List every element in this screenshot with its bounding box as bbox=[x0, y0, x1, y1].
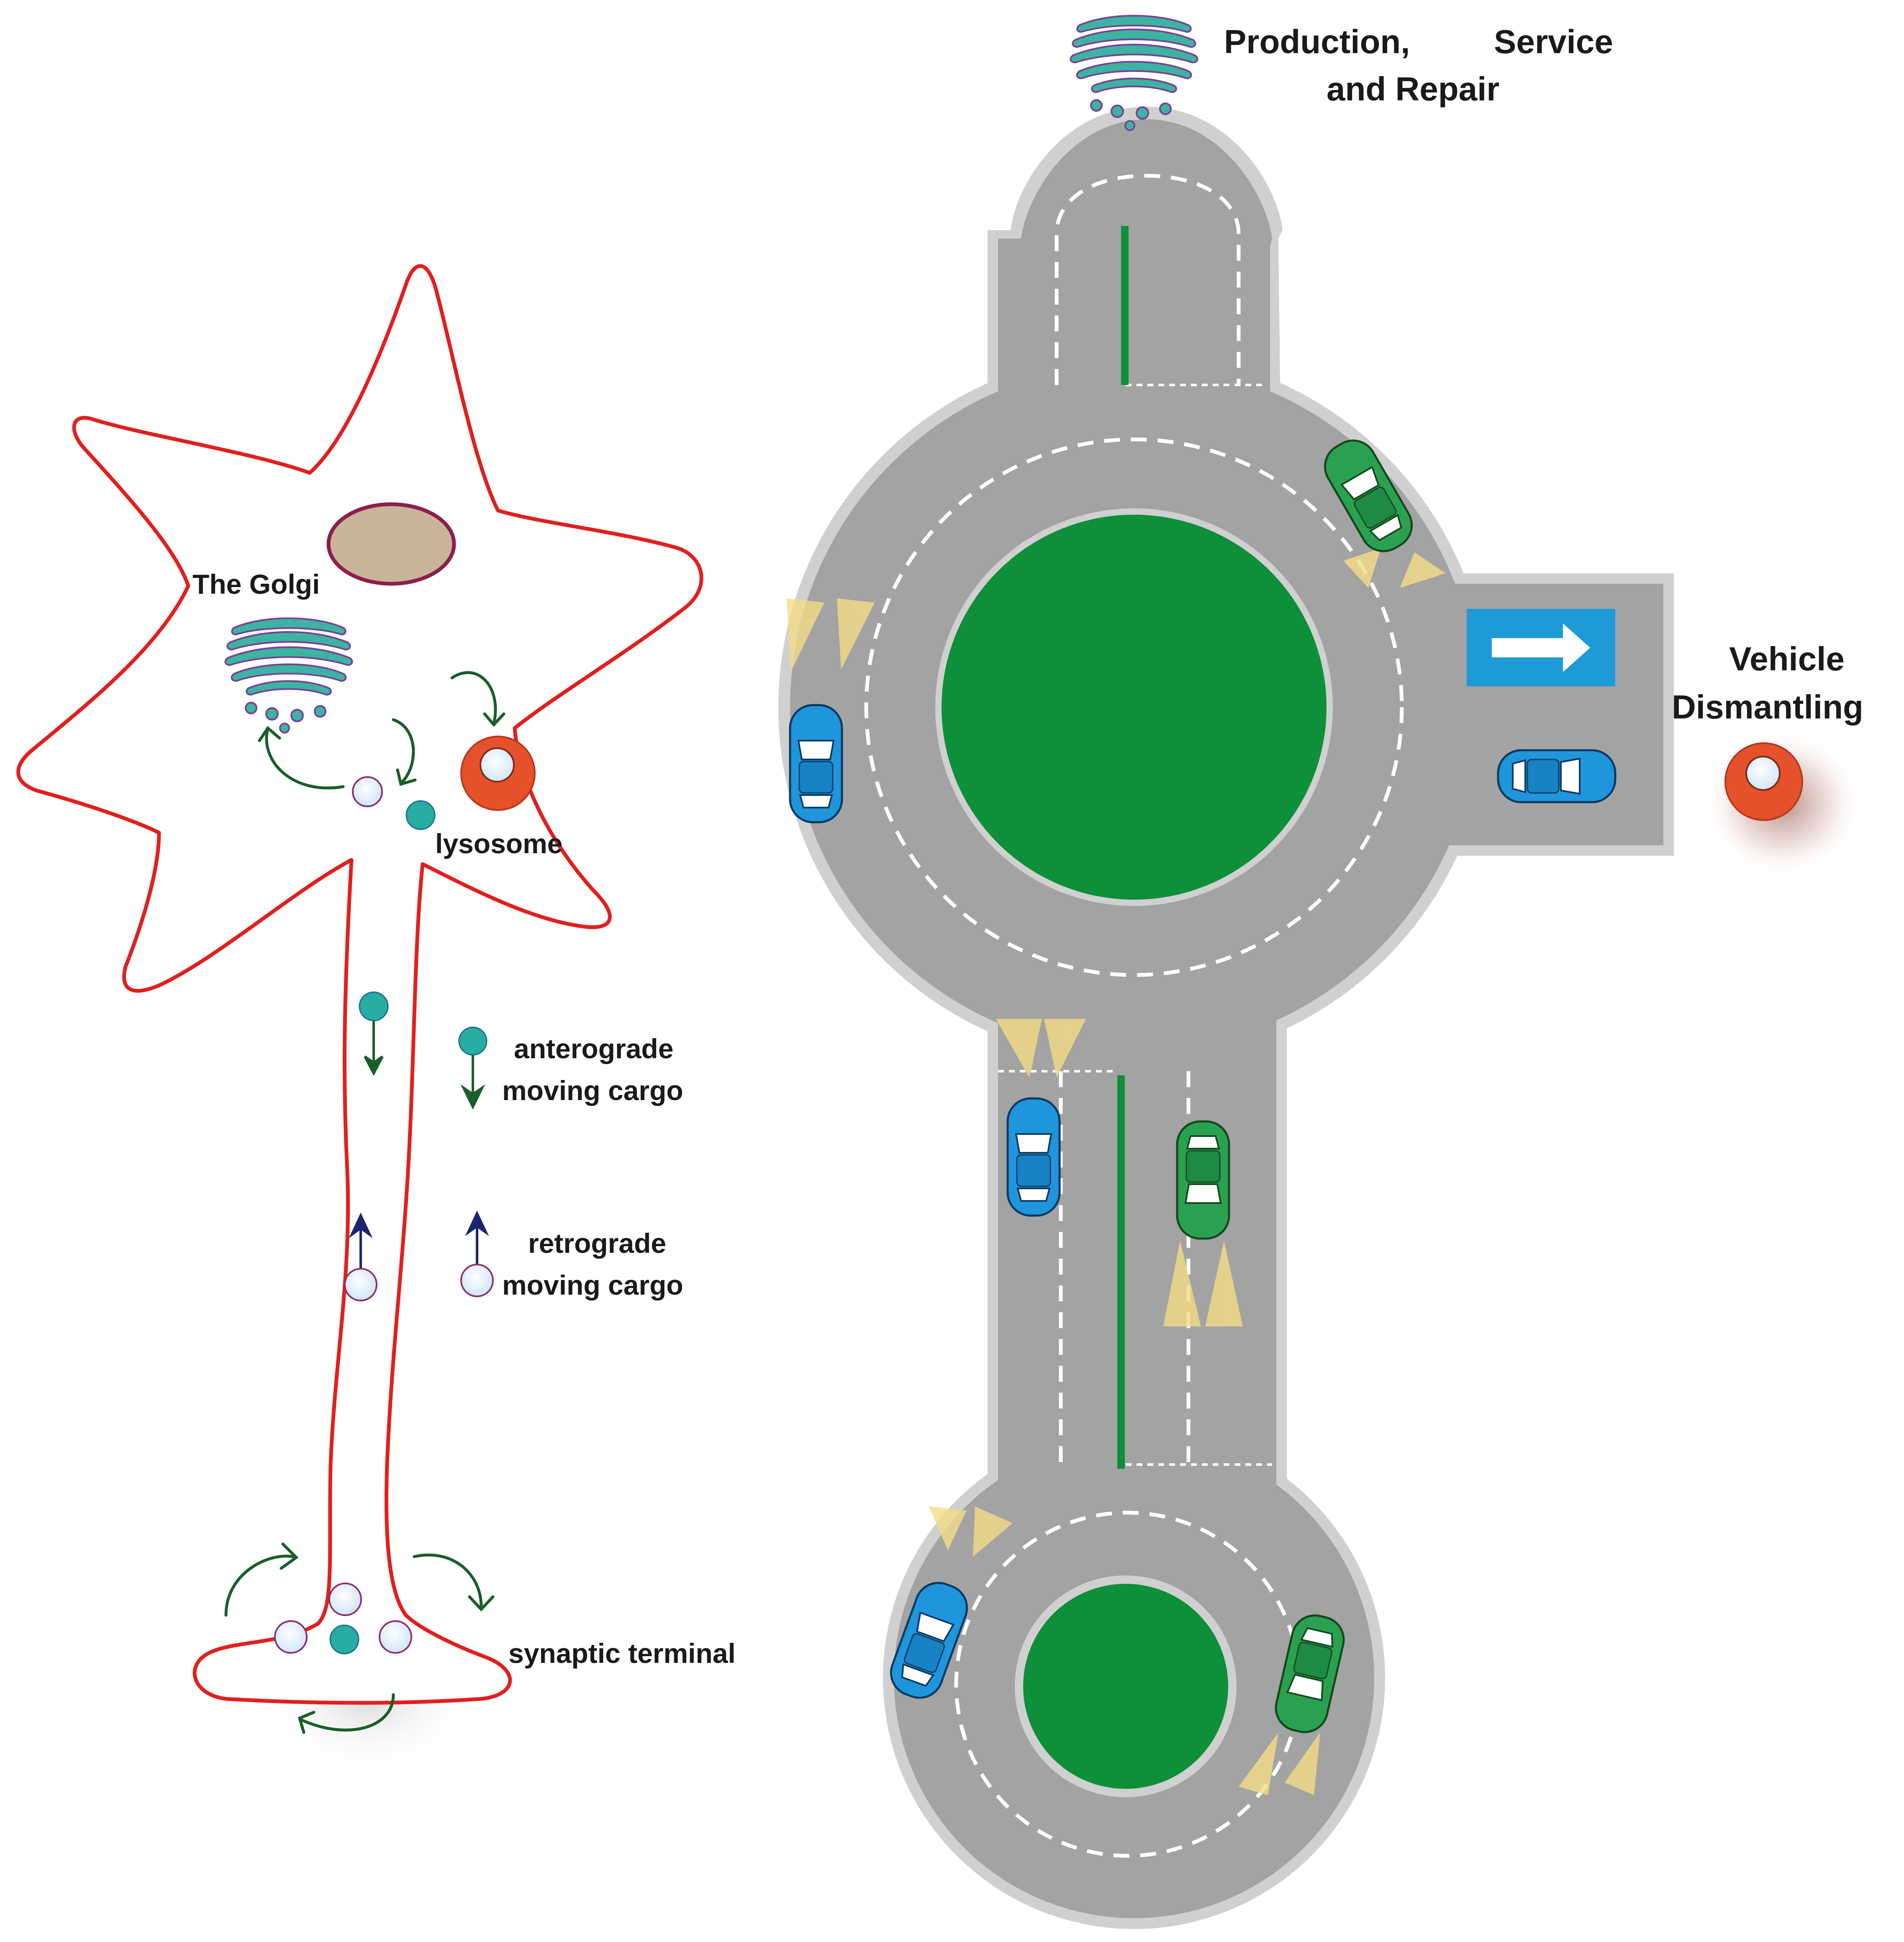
production-label-line2: and Repair bbox=[1327, 70, 1500, 108]
legend-retrograde-arrow-icon bbox=[465, 1210, 489, 1264]
dismantling-label-line1: Vehicle bbox=[1729, 640, 1845, 677]
synaptic-terminal-label: synaptic terminal bbox=[508, 1638, 736, 1669]
terminal-vesicle bbox=[328, 1583, 362, 1616]
roundabout-island bbox=[942, 515, 1327, 900]
golgi-label: The Golgi bbox=[192, 569, 320, 600]
golgi-apparatus-icon bbox=[224, 617, 353, 734]
retrograde-arrow-icon bbox=[349, 1212, 373, 1272]
car-icon bbox=[1006, 1097, 1061, 1217]
golgi-apparatus-icon bbox=[1070, 15, 1198, 131]
car-icon bbox=[890, 1582, 968, 1699]
car-icon bbox=[1324, 439, 1413, 552]
small-roundabout-island bbox=[1023, 1584, 1228, 1789]
road-network bbox=[778, 107, 1674, 1929]
median-bottom bbox=[1117, 1075, 1125, 1469]
production-label-line1: Production, bbox=[1224, 23, 1410, 60]
neuron bbox=[16, 264, 703, 1778]
retrograde-label-line1: retrograde bbox=[528, 1228, 667, 1259]
vesicle bbox=[352, 776, 383, 807]
median-top bbox=[1121, 226, 1129, 385]
terminal-cargo-teal bbox=[329, 1624, 359, 1655]
retrograde-label-line2: moving cargo bbox=[502, 1270, 683, 1301]
lysosome-label: lysosome bbox=[435, 828, 563, 859]
dismantling-label-line2: Dismantling bbox=[1672, 688, 1863, 726]
car-icon bbox=[1497, 749, 1617, 803]
curved-arrow-icon bbox=[224, 1555, 295, 1617]
dismantling-lysosome-icon bbox=[1703, 730, 1862, 877]
nucleus bbox=[326, 502, 456, 586]
curved-arrow-icon bbox=[392, 718, 415, 784]
car-icon bbox=[1275, 1614, 1345, 1733]
anterograde-label-line1: anterograde bbox=[514, 1033, 674, 1064]
axon-cargo-teal bbox=[359, 991, 389, 1021]
anterograde-label-line2: moving cargo bbox=[502, 1075, 683, 1106]
anterograde-arrow-icon bbox=[364, 1021, 384, 1076]
car-icon bbox=[789, 704, 843, 823]
curved-arrow-icon bbox=[300, 1693, 395, 1732]
terminal-vesicle bbox=[379, 1620, 412, 1654]
production-label-line1b: Service bbox=[1494, 23, 1613, 60]
headlights bbox=[787, 548, 1446, 1795]
legend-anterograde-arrow-icon bbox=[460, 1055, 485, 1110]
legend-anterograde-cargo bbox=[458, 1026, 488, 1056]
right-arrow-sign-icon bbox=[1467, 609, 1615, 686]
cargo-teal bbox=[405, 800, 436, 830]
legend-retrograde-vesicle bbox=[460, 1264, 494, 1297]
lysosome-icon bbox=[460, 736, 536, 811]
golgi-circulation-arrows bbox=[258, 671, 506, 790]
terminal-vesicle bbox=[274, 1620, 308, 1654]
curved-arrow-icon bbox=[265, 726, 345, 790]
axon-vesicle bbox=[344, 1268, 377, 1301]
car-icon bbox=[1176, 1120, 1230, 1240]
terminal-circulation-arrows bbox=[224, 1542, 495, 1734]
curved-arrow-icon bbox=[450, 671, 497, 726]
curved-arrow-icon bbox=[413, 1553, 483, 1608]
cell-membrane bbox=[16, 264, 703, 1705]
